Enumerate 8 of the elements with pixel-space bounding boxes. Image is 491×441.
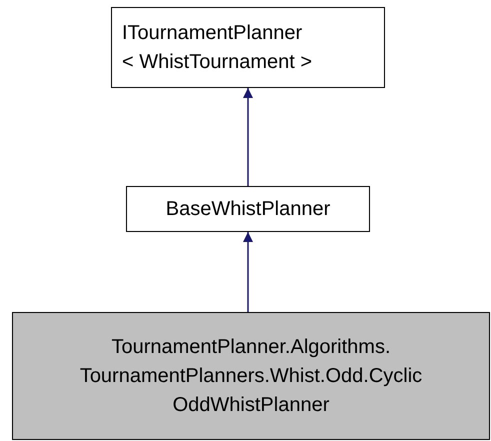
class-name: TournamentPlanner.Algorithms. TournamentPlanners.Whist.Odd.Cyclic OddWhistPlanner xyxy=(78,334,424,418)
class-name: BaseWhistPlanner xyxy=(166,196,330,222)
inheritance-arrow xyxy=(243,232,253,312)
class-box xyxy=(111,7,385,88)
class-box xyxy=(126,186,370,232)
class-name: ITournamentPlanner < WhistTournament > xyxy=(122,20,314,74)
inheritance-arrow xyxy=(243,88,253,186)
current-class-box xyxy=(12,312,490,440)
